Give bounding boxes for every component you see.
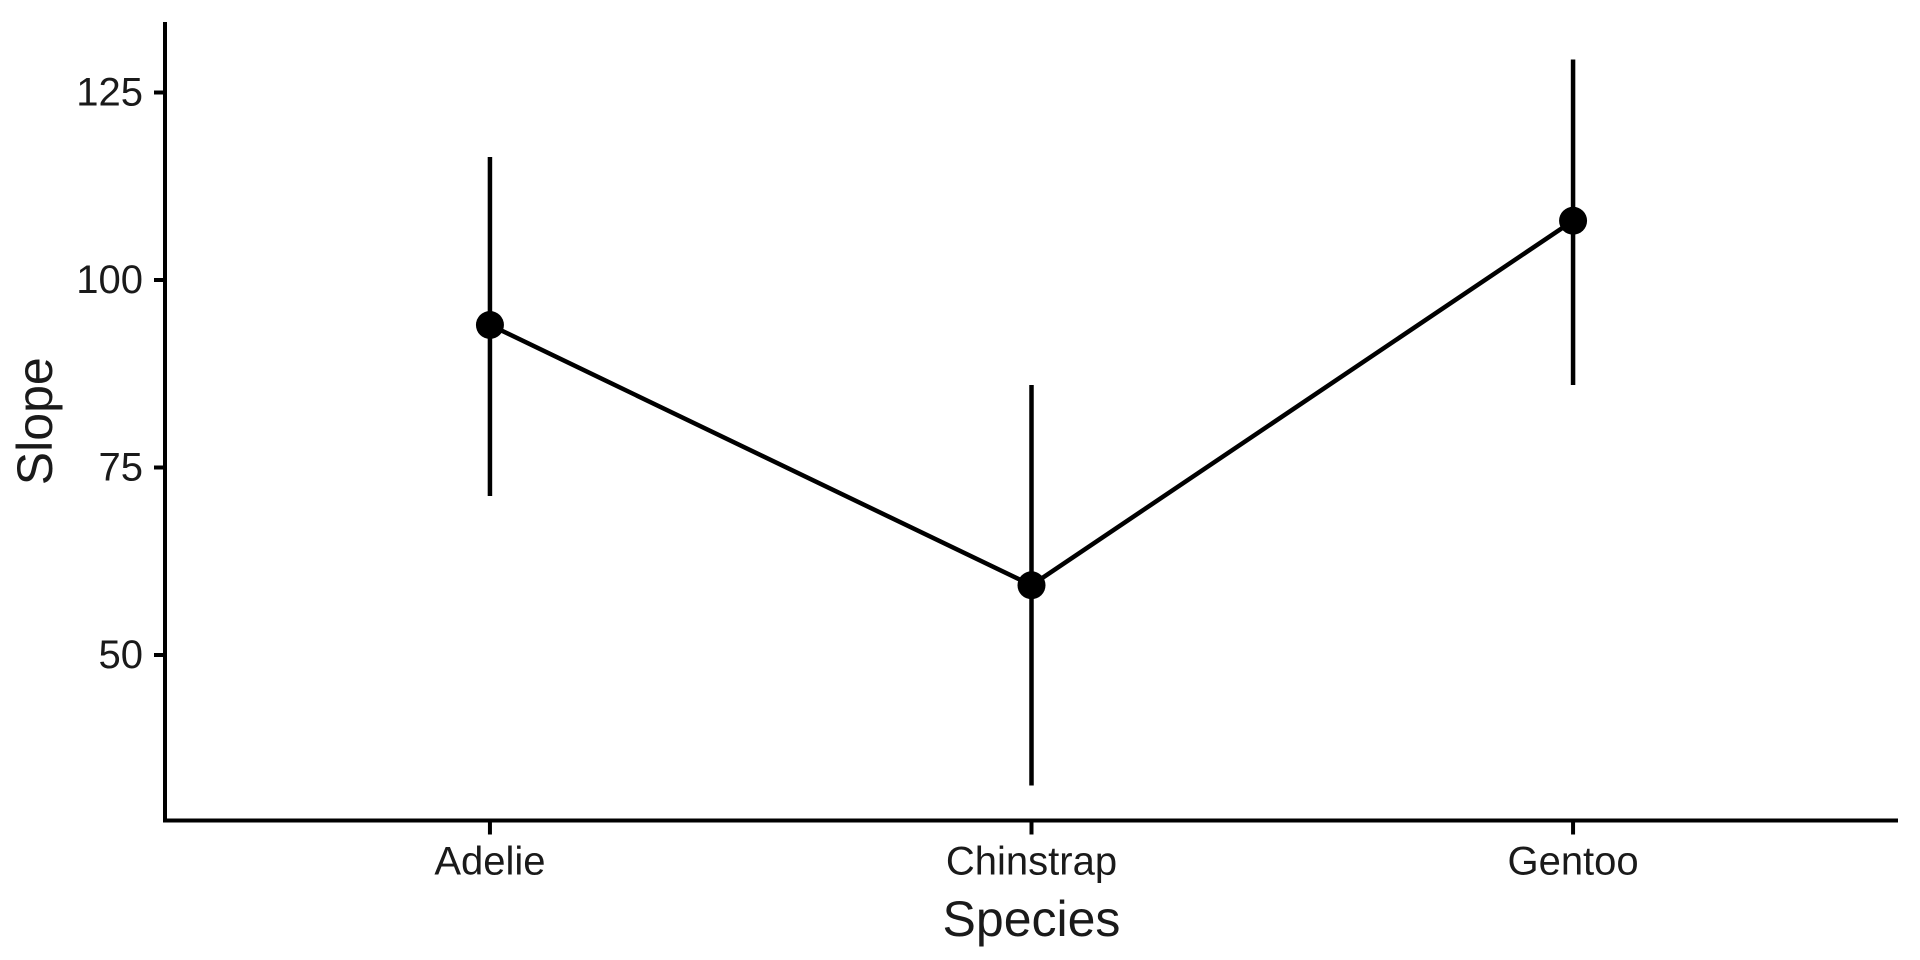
y-axis-title: Slope [7,357,63,485]
y-tick-label: 125 [76,71,143,115]
x-tick-label: Adelie [434,840,545,884]
x-tick-label: Gentoo [1507,840,1638,884]
y-tick-label: 100 [76,258,143,302]
y-tick-label: 50 [99,633,144,677]
data-point [1017,571,1046,600]
x-axis-title: Species [943,891,1121,947]
data-point [475,311,504,339]
y-tick-label: 75 [99,446,144,490]
x-tick-label: Chinstrap [946,840,1117,884]
data-point [1559,206,1588,235]
